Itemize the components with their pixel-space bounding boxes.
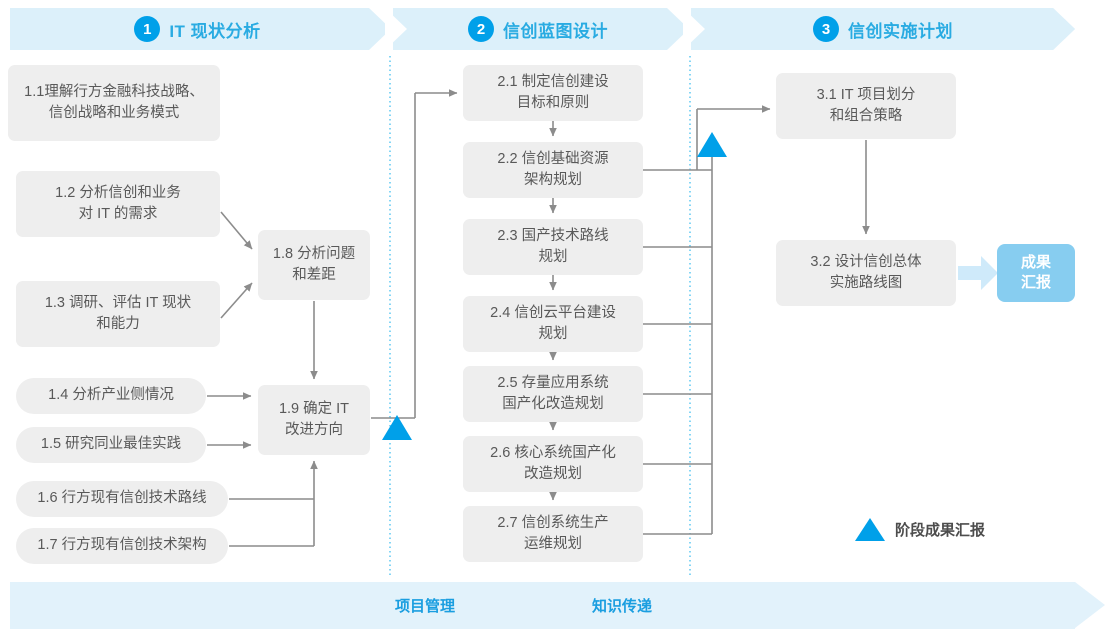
result-badge[interactable]: 成果 汇报 <box>997 244 1075 302</box>
task-box-1-5[interactable]: 1.5 研究同业最佳实践 <box>16 427 206 463</box>
task-box-3-2[interactable]: 3.2 设计信创总体 实施路线图 <box>776 240 956 306</box>
task-box-1-7[interactable]: 1.7 行方现有信创技术架构 <box>16 528 228 564</box>
stage-banner-2: 2 信创蓝图设计 <box>393 8 683 50</box>
task-box-1-6[interactable]: 1.6 行方现有信创技术路线 <box>16 481 228 517</box>
task-box-2-4[interactable]: 2.4 信创云平台建设 规划 <box>463 296 643 352</box>
triangle-icon <box>855 518 885 541</box>
task-box-1-2[interactable]: 1.2 分析信创和业务 对 IT 的需求 <box>16 171 220 237</box>
task-box-1-3[interactable]: 1.3 调研、评估 IT 现状 和能力 <box>16 281 220 347</box>
task-box-2-2[interactable]: 2.2 信创基础资源 架构规划 <box>463 142 643 198</box>
stage-title-3: 信创实施计划 <box>848 21 953 41</box>
stage-number-3: 3 <box>813 16 839 42</box>
footer-banner <box>10 582 1075 629</box>
task-box-2-1[interactable]: 2.1 制定信创建设 目标和原则 <box>463 65 643 121</box>
stage-title-1: IT 现状分析 <box>169 21 261 41</box>
task-box-2-3[interactable]: 2.3 国产技术路线 规划 <box>463 219 643 275</box>
task-box-1-8[interactable]: 1.8 分析问题 和差距 <box>258 230 370 300</box>
task-box-2-6[interactable]: 2.6 核心系统国产化 改造规划 <box>463 436 643 492</box>
footer-label-project-management: 项目管理 <box>395 598 456 615</box>
stage-banner-3: 3 信创实施计划 <box>691 8 1075 50</box>
stage-title-2: 信创蓝图设计 <box>503 21 608 41</box>
stage-number-2: 2 <box>468 16 494 42</box>
stage-number-1: 1 <box>134 16 161 42</box>
milestone-triangle <box>382 415 412 440</box>
footer-banner-arrow <box>1075 582 1105 628</box>
result-arrow <box>958 256 998 290</box>
task-box-2-5[interactable]: 2.5 存量应用系统 国产化改造规划 <box>463 366 643 422</box>
task-box-1-4[interactable]: 1.4 分析产业侧情况 <box>16 378 206 414</box>
legend-label: 阶段成果汇报 <box>895 522 986 539</box>
task-box-3-1[interactable]: 3.1 IT 项目划分 和组合策略 <box>776 73 956 139</box>
stage-banner-1: 1 IT 现状分析 <box>10 8 385 50</box>
footer-label-knowledge-transfer: 知识传递 <box>592 598 653 615</box>
task-box-1-9[interactable]: 1.9 确定 IT 改进方向 <box>258 385 370 455</box>
milestone-triangle <box>697 132 727 157</box>
task-box-2-7[interactable]: 2.7 信创系统生产 运维规划 <box>463 506 643 562</box>
task-box-1-1[interactable]: 1.1理解行方金融科技战略、 信创战略和业务模式 <box>8 65 220 141</box>
legend-milestone: 阶段成果汇报 <box>855 518 985 541</box>
